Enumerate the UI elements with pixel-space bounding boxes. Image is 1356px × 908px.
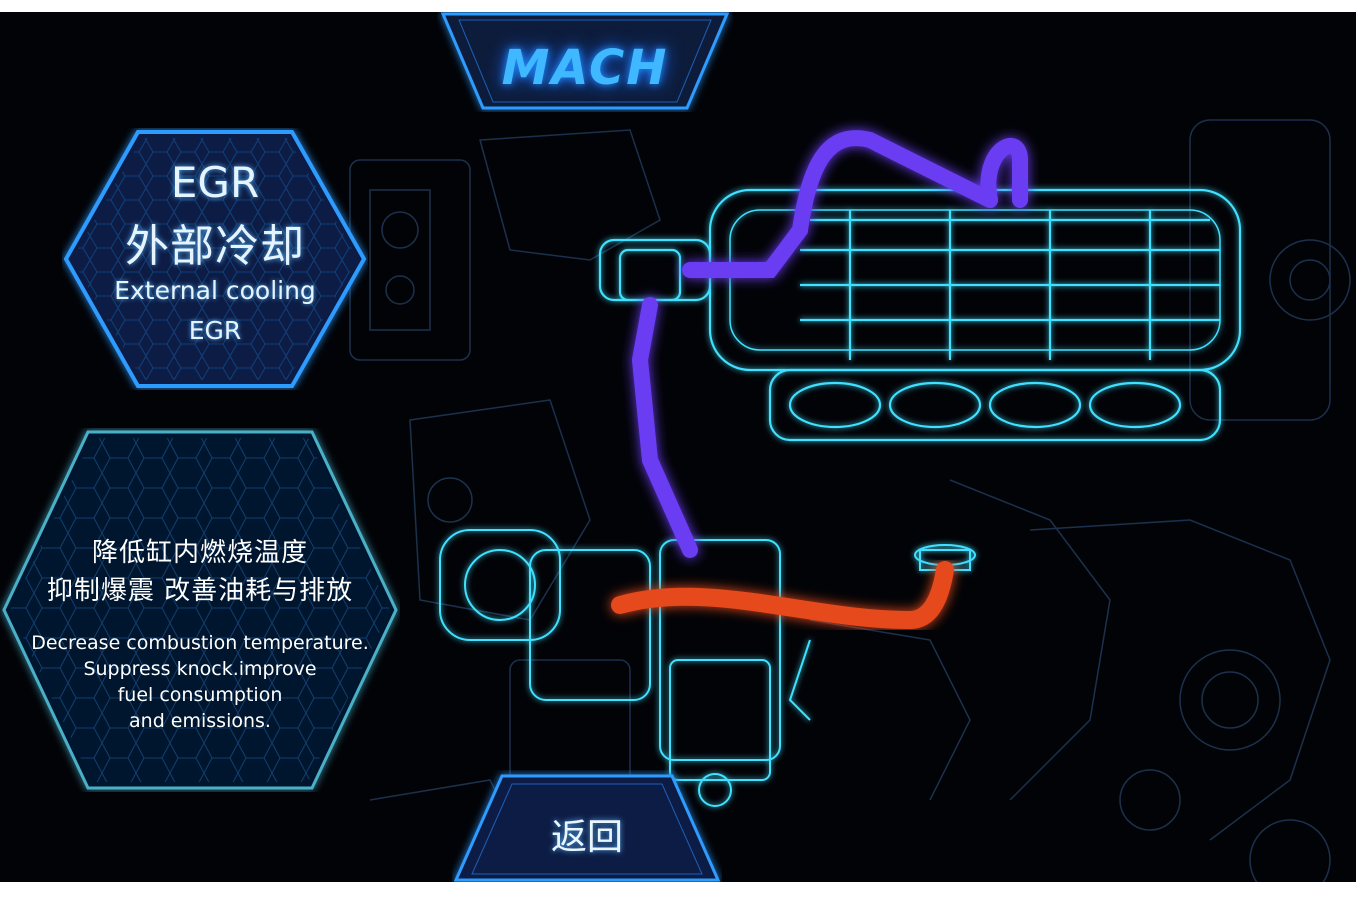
description-en-line: and emissions. (129, 710, 271, 732)
top-border (0, 0, 1356, 12)
description-cn-line2: 抑制爆震 改善油耗与排放 (46, 576, 354, 606)
description-cn-line1: 降低缸内燃烧温度 (91, 538, 308, 568)
feature-title-abbrev: EGR (170, 158, 260, 207)
description-en-line: Decrease combustion temperature. (31, 632, 369, 654)
feature-title-cn: 外部冷却 (125, 221, 305, 272)
feature-title-en-abbrev: EGR (188, 316, 242, 345)
description-en: Decrease combustion temperature. Suppres… (0, 630, 400, 734)
mach-logo-icon: MACH (501, 40, 669, 96)
back-button-label: 返回 (550, 817, 623, 858)
engine-wireframe-icon (330, 100, 1356, 882)
feature-hex-panel (62, 128, 368, 390)
back-button[interactable]: 返回 (452, 770, 722, 882)
description-hex-panel (0, 428, 400, 792)
description-en-line: fuel consumption (117, 684, 283, 706)
description-en-line: Suppress knock.improve (83, 658, 317, 680)
feature-title-en: External cooling (114, 276, 316, 305)
bottom-border (0, 882, 1356, 908)
logo-banner: MACH (437, 12, 733, 112)
